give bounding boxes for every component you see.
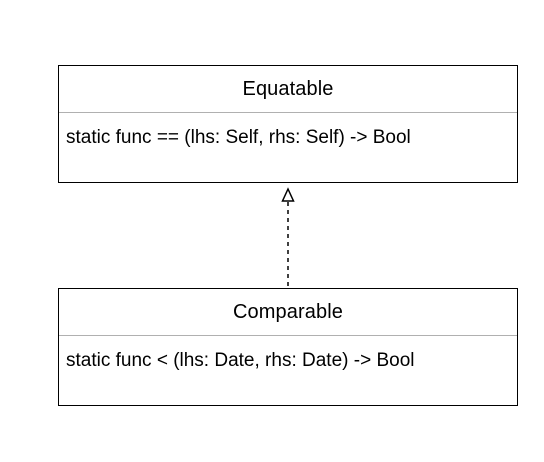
comparable-class-box[interactable]: Comparable static func < (lhs: Date, rhs… xyxy=(58,288,518,406)
comparable-class-name: Comparable xyxy=(59,289,517,336)
hollow-triangle-arrowhead-icon xyxy=(281,187,295,202)
equatable-class-box[interactable]: Equatable static func == (lhs: Self, rhs… xyxy=(58,65,518,183)
equatable-method: static func == (lhs: Self, rhs: Self) ->… xyxy=(66,127,411,148)
comparable-method: static func < (lhs: Date, rhs: Date) -> … xyxy=(66,350,415,371)
equatable-class-name: Equatable xyxy=(59,66,517,113)
